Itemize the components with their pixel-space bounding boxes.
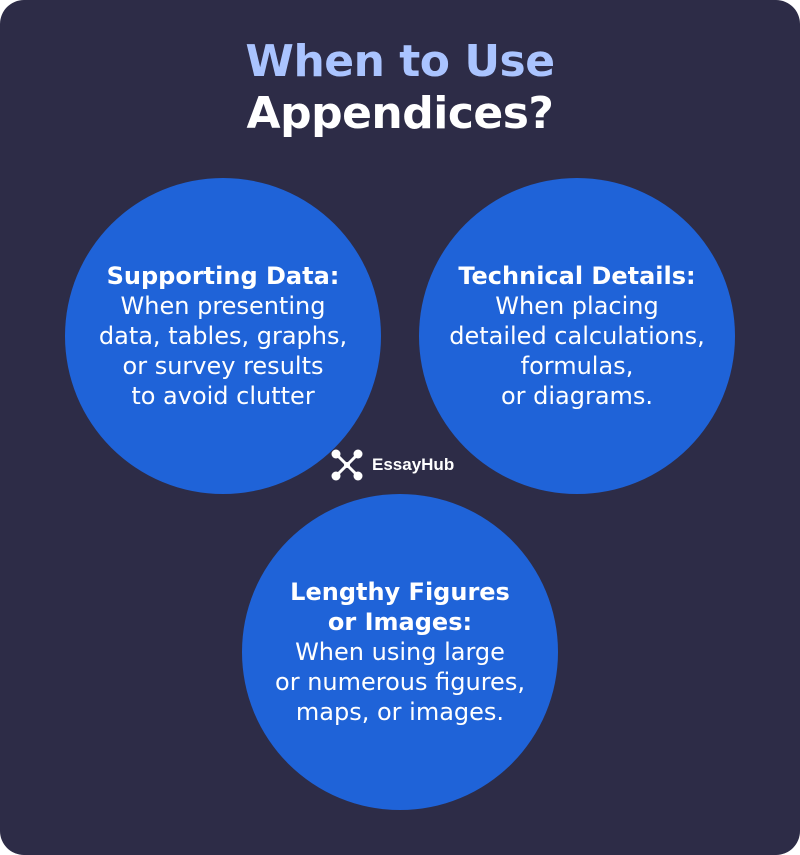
circle-body: When placing detailed calculations, form… [449, 292, 705, 410]
logo-name: EssayHub [372, 455, 455, 474]
essayhub-logo-icon [331, 449, 363, 481]
essayhub-logo: EssayHub [330, 448, 454, 482]
circle-supporting-data: Supporting Data: When presenting data, t… [65, 178, 381, 494]
circle-technical-details: Technical Details: When placing detailed… [419, 178, 735, 494]
circle-body: When presenting data, tables, graphs, or… [98, 292, 348, 410]
title-line-1: When to Use [245, 36, 555, 87]
circle-heading: Lengthy Figures or Images: [290, 578, 510, 636]
title-line-2: Appendices? [246, 88, 554, 139]
circle-heading: Supporting Data: [106, 262, 340, 290]
title: When to Use Appendices? [0, 36, 800, 140]
circle-body: When using large or numerous figures, ma… [275, 638, 525, 726]
circle-heading: Technical Details: [458, 262, 696, 290]
circle-lengthy-figures: Lengthy Figures or Images: When using la… [242, 494, 558, 810]
